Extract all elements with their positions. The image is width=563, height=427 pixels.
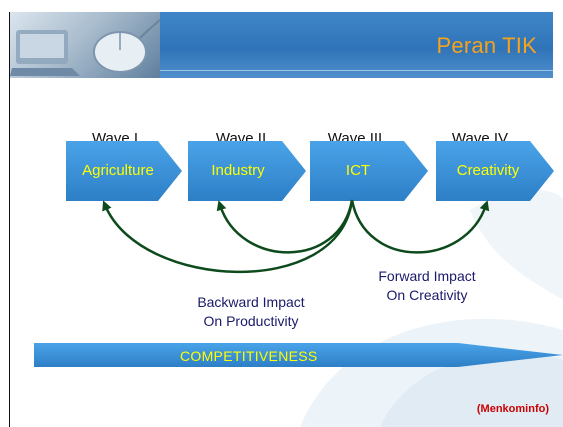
forward-impact-curve-to-creativity bbox=[350, 199, 490, 254]
header-divider bbox=[160, 70, 553, 71]
forward-impact-line-2: On Creativity bbox=[386, 287, 468, 303]
stage-label-ict: ICT bbox=[345, 162, 371, 179]
slide-left-border bbox=[9, 12, 10, 427]
backward-impact-curve-to-industry bbox=[216, 199, 354, 254]
stage-arrows bbox=[66, 141, 554, 201]
stage-arrow-ict bbox=[310, 141, 428, 201]
stage-arrow-agriculture bbox=[66, 141, 182, 201]
stage-arrow-industry bbox=[188, 141, 306, 201]
forward-impact-label: Forward Impact On Creativity bbox=[352, 267, 502, 305]
forward-impact-line-1: Forward Impact bbox=[378, 268, 476, 284]
computer-mouse-icon bbox=[10, 19, 160, 76]
backward-impact-line-2: On Productivity bbox=[203, 313, 299, 329]
stage-arrow-creativity bbox=[436, 141, 554, 201]
stage-label-creativity: Creativity bbox=[456, 162, 520, 179]
stage-label-industry: Industry bbox=[211, 162, 265, 179]
backward-impact-label: Backward Impact On Productivity bbox=[176, 293, 326, 331]
slide-title: Peran TIK bbox=[436, 33, 537, 58]
competitiveness-label: COMPETITIVENESS bbox=[180, 348, 318, 364]
source-credit: (Menkominfo) bbox=[476, 403, 549, 415]
backward-impact-curve-to-agriculture bbox=[102, 199, 354, 274]
header-photo-computer-mouse bbox=[10, 12, 160, 78]
stage-label-agriculture: Agriculture bbox=[82, 162, 154, 179]
backward-impact-line-1: Backward Impact bbox=[197, 294, 305, 310]
